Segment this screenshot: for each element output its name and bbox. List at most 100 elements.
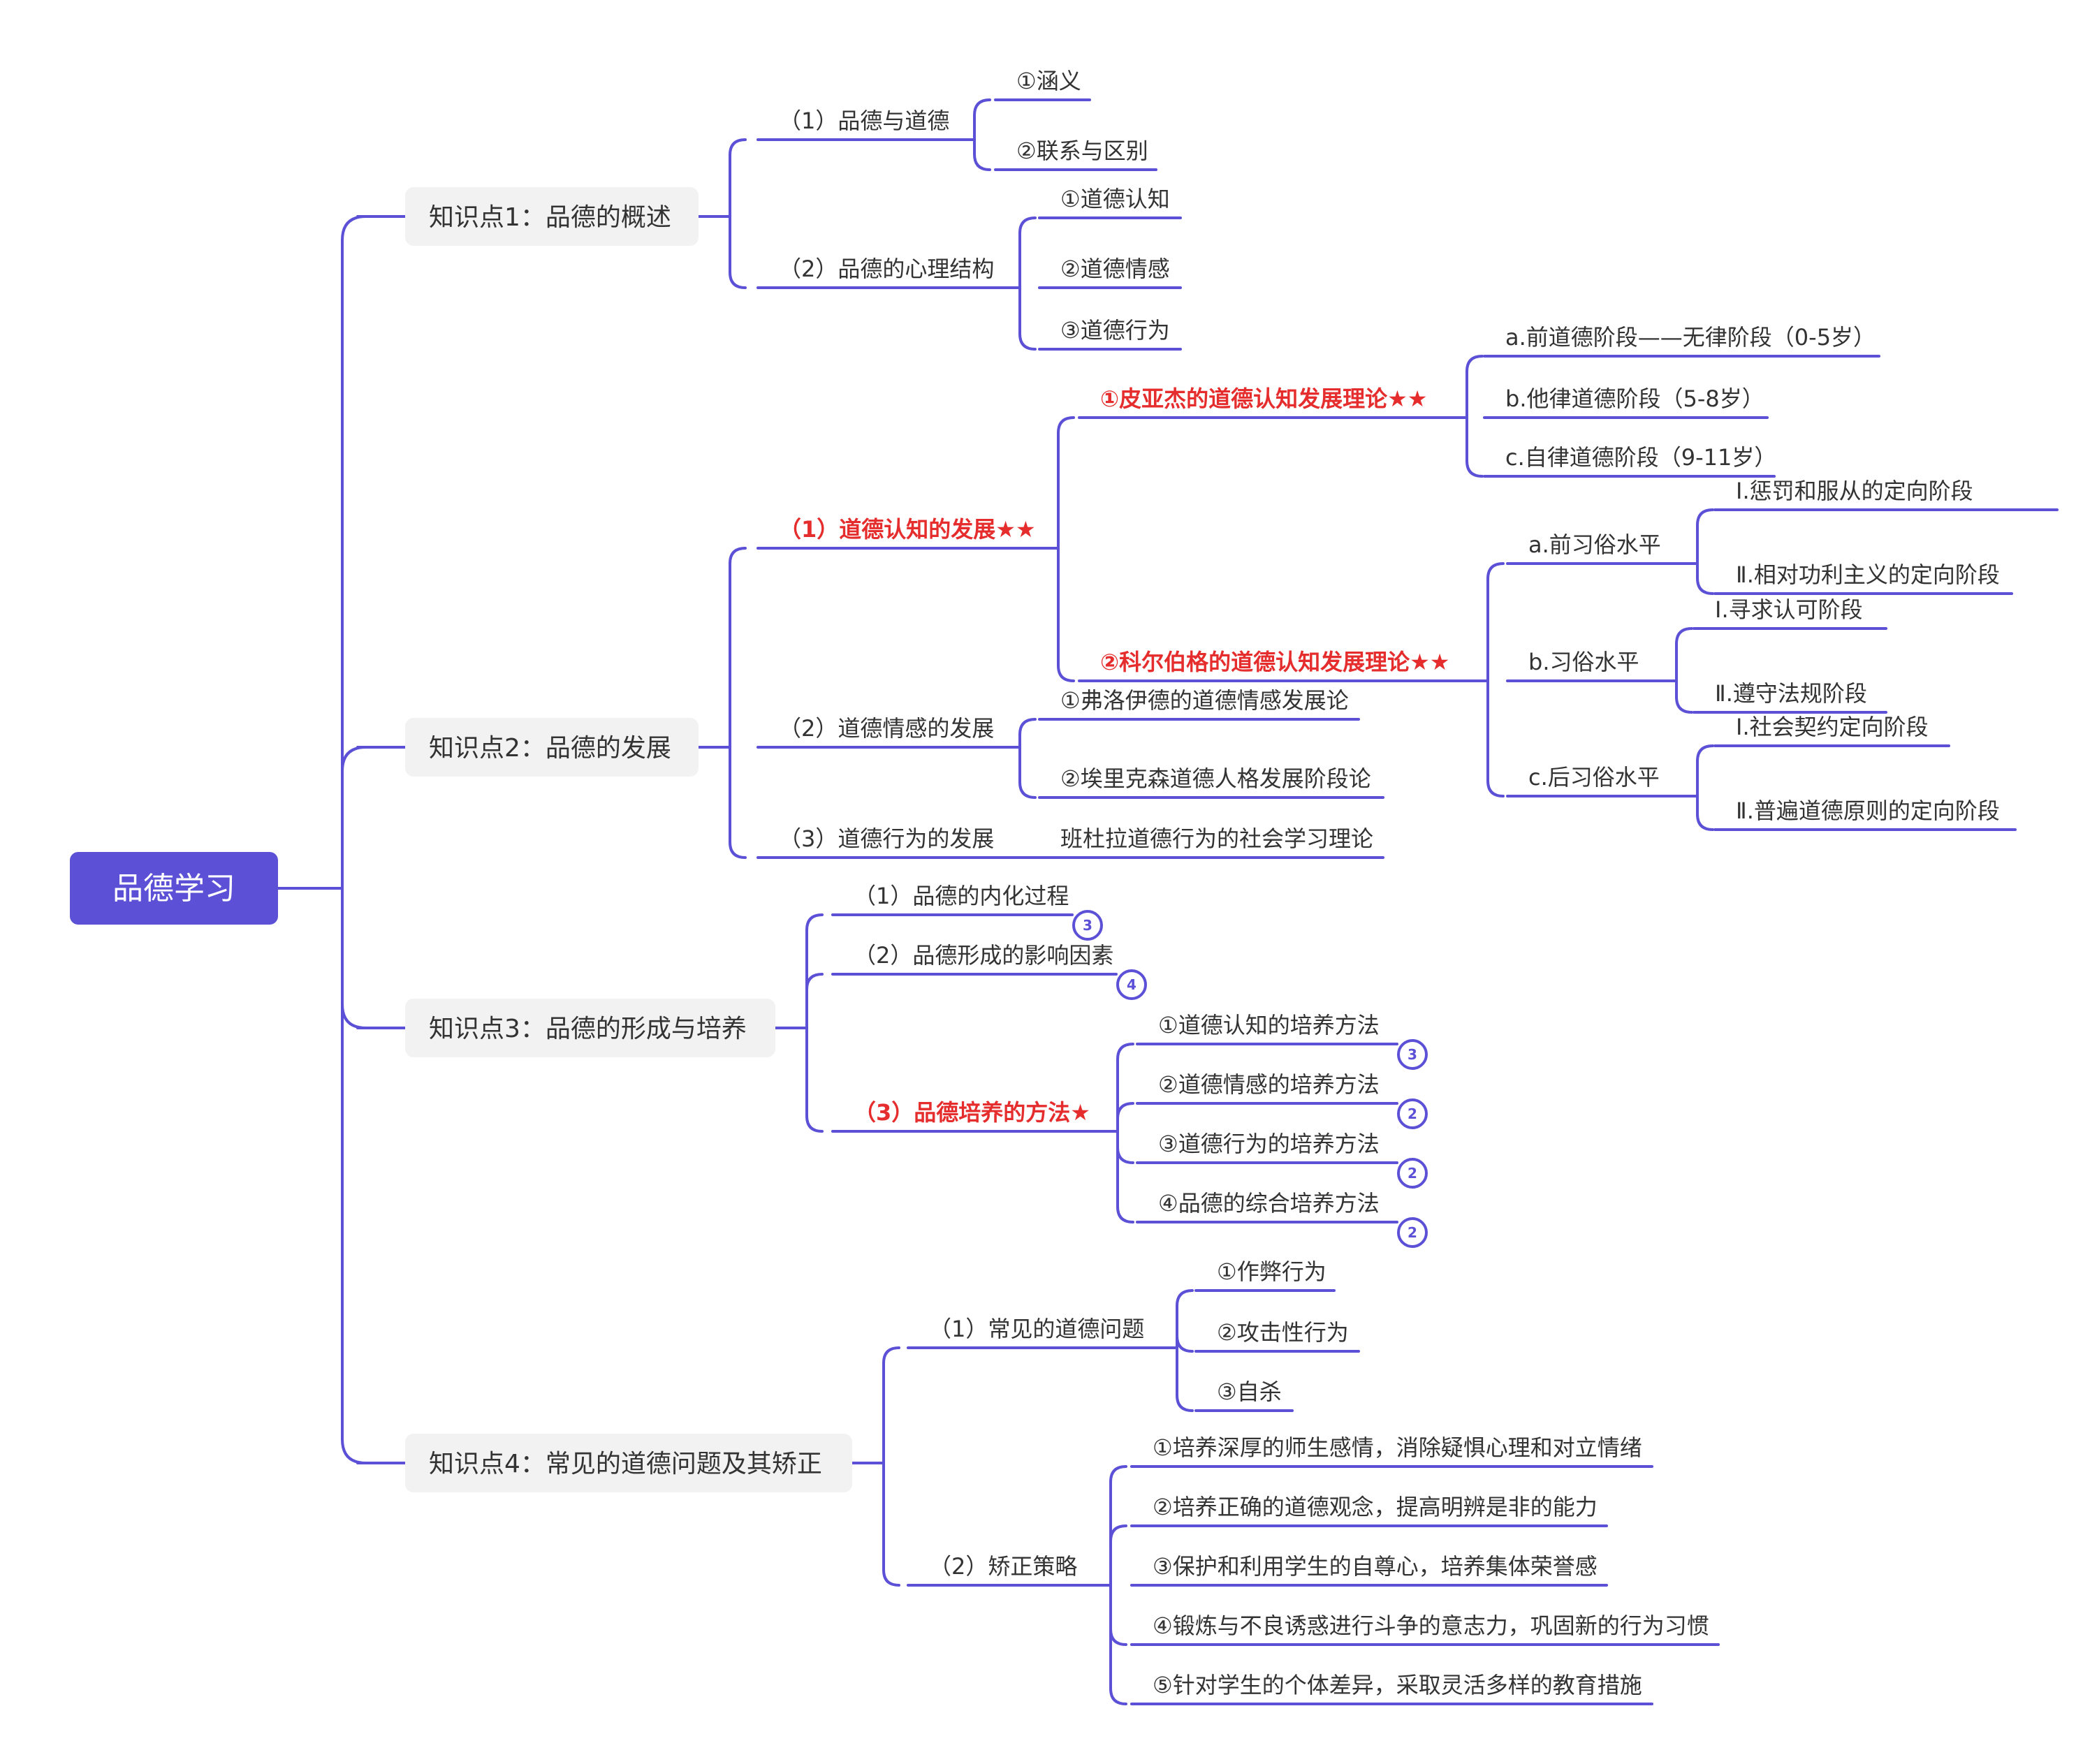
connector-line: [1696, 577, 1714, 595]
connector-line: [1176, 1289, 1194, 1307]
connector-line: [1057, 416, 1075, 434]
nodes: 品德学习知识点1：品德的概述知识点2：品德的发展知识点3：品德的形成与培养知识点…: [70, 68, 2000, 1698]
count-badge[interactable]: [1116, 969, 1147, 1000]
connector-line: [1486, 562, 1505, 580]
strategy-item: ②培养正确的道德观念，提高明辨是非的能力: [1153, 1494, 1598, 1520]
stage-item: Ⅱ.普遍道德原则的定向阶段: [1736, 798, 2000, 824]
stage-item: a.前道德阶段——无律阶段（0-5岁）: [1505, 324, 1876, 351]
connector-line: [1675, 696, 1693, 714]
level-label: c.后习俗水平: [1528, 764, 1660, 791]
root-node[interactable]: [70, 852, 278, 925]
count-badge-label: 2: [1408, 1105, 1417, 1122]
connector-lines: [277, 98, 2059, 1705]
leaf-item: ①道德认知: [1060, 186, 1170, 212]
leaf-item: ②道德情感: [1060, 256, 1170, 282]
connector-line: [1465, 460, 1484, 478]
connector-line: [1486, 779, 1505, 798]
stage-item: b.他律道德阶段（5-8岁）: [1505, 385, 1764, 412]
subtopic-label: （2）品德的心理结构: [779, 256, 994, 282]
count-badge-label: 4: [1127, 976, 1136, 993]
stage-item: c.自律道德阶段（9-11岁）: [1505, 444, 1776, 471]
count-badge-label: 2: [1408, 1224, 1417, 1241]
subtopic-label: （1）常见的道德问题: [929, 1316, 1144, 1342]
subtopic-label: （2）品德形成的影响因素: [854, 942, 1113, 969]
theory-label: ②科尔伯格的道德认知发展理论★★: [1100, 649, 1449, 675]
connector-line: [1109, 1687, 1127, 1705]
connector-line: [1109, 1465, 1127, 1483]
count-badge-label: 3: [1083, 917, 1092, 934]
subtopic-label: （3）道德行为的发展: [779, 825, 994, 852]
connector-line: [729, 138, 747, 156]
level-label: b.习俗水平: [1528, 649, 1639, 675]
topic-1[interactable]: [405, 187, 699, 246]
method-item: ④品德的综合培养方法: [1158, 1190, 1380, 1217]
strategy-item: ③保护和利用学生的自尊心，培养集体荣誉感: [1153, 1553, 1598, 1580]
connector-line: [805, 1115, 824, 1133]
connector-line: [1696, 744, 1714, 763]
subtopic-label: （1）品德的内化过程: [854, 883, 1069, 909]
count-badge[interactable]: [1072, 910, 1103, 941]
strategy-item: ④锻炼与不良诱惑进行斗争的意志力，巩固新的行为习惯: [1153, 1612, 1709, 1639]
connector-line: [1176, 1394, 1194, 1412]
connector-line: [341, 215, 367, 242]
count-badge[interactable]: [1397, 1098, 1428, 1129]
connector-line: [341, 746, 367, 772]
connector-line: [1109, 1524, 1127, 1543]
count-badge[interactable]: [1397, 1158, 1428, 1189]
level-label: a.前习俗水平: [1528, 531, 1661, 558]
subtopic-label: （3）品德培养的方法★: [854, 1099, 1090, 1126]
strategy-item: ⑤针对学生的个体差异，采取灵活多样的教育措施: [1153, 1672, 1642, 1698]
subtopic-label: （1）道德认知的发展★★: [779, 516, 1036, 543]
connector-line: [882, 1346, 900, 1365]
count-badge[interactable]: [1397, 1217, 1428, 1248]
connector-line: [882, 1568, 900, 1587]
theory-label: ①皮亚杰的道德认知发展理论★★: [1100, 385, 1427, 412]
connector-line: [1675, 627, 1693, 645]
leaf-item: ②联系与区别: [1016, 138, 1148, 164]
connector-line: [1116, 1146, 1134, 1164]
leaf-item: ①涵义: [1016, 68, 1081, 94]
connector-line: [1057, 664, 1075, 682]
leaf-item: ②攻击性行为: [1217, 1319, 1349, 1346]
connector-line: [1018, 332, 1037, 351]
connector-line: [1018, 216, 1037, 235]
method-item: ②道德情感的培养方法: [1158, 1071, 1380, 1098]
connector-line: [729, 547, 747, 565]
topic-2[interactable]: [405, 718, 699, 777]
connector-line: [729, 841, 747, 859]
leaf-item: ③自杀: [1217, 1379, 1282, 1405]
subtopic-label: （2）道德情感的发展: [779, 715, 994, 742]
count-badge-label: 3: [1408, 1046, 1417, 1063]
count-badge-label: 2: [1408, 1165, 1417, 1182]
connector-line: [1696, 508, 1714, 527]
connector-line: [805, 973, 824, 991]
connector-line: [341, 1003, 367, 1029]
leaf-item: ②埃里克森道德人格发展阶段论: [1060, 765, 1371, 792]
leaf-item: ①作弊行为: [1217, 1258, 1326, 1285]
stage-item: Ⅱ.相对功利主义的定向阶段: [1736, 561, 2000, 588]
stage-item: Ⅱ.遵守法规阶段: [1715, 680, 1867, 707]
leaf-item: ①弗洛伊德的道德情感发展论: [1060, 687, 1349, 714]
method-item: ③道德行为的培养方法: [1158, 1131, 1380, 1157]
connector-line: [1176, 1335, 1194, 1353]
connector-line: [1018, 781, 1037, 799]
topic-2-label: 知识点2：品德的发展: [429, 734, 671, 763]
subtopic-label: （1）品德与道德: [779, 108, 949, 134]
stage-item: Ⅰ.寻求认可阶段: [1715, 596, 1863, 623]
topic-3-label: 知识点3：品德的形成与培养: [429, 1015, 747, 1043]
stage-item: Ⅰ.惩罚和服从的定向阶段: [1736, 478, 1973, 504]
connector-line: [973, 153, 991, 171]
topic-4-label: 知识点4：常见的道德问题及其矫正: [429, 1450, 822, 1478]
connector-line: [1116, 1102, 1134, 1120]
connector-line: [1696, 813, 1714, 831]
leaf-item: ③道德行为: [1060, 317, 1170, 344]
topic-4[interactable]: [405, 1434, 852, 1492]
count-badge[interactable]: [1397, 1039, 1428, 1070]
topic-3[interactable]: [405, 999, 775, 1057]
topic-1-label: 知识点1：品德的概述: [429, 203, 671, 232]
connector-line: [1116, 1043, 1134, 1061]
connector-line: [1109, 1628, 1127, 1646]
method-item: ①道德认知的培养方法: [1158, 1012, 1380, 1038]
connector-line: [805, 913, 824, 932]
